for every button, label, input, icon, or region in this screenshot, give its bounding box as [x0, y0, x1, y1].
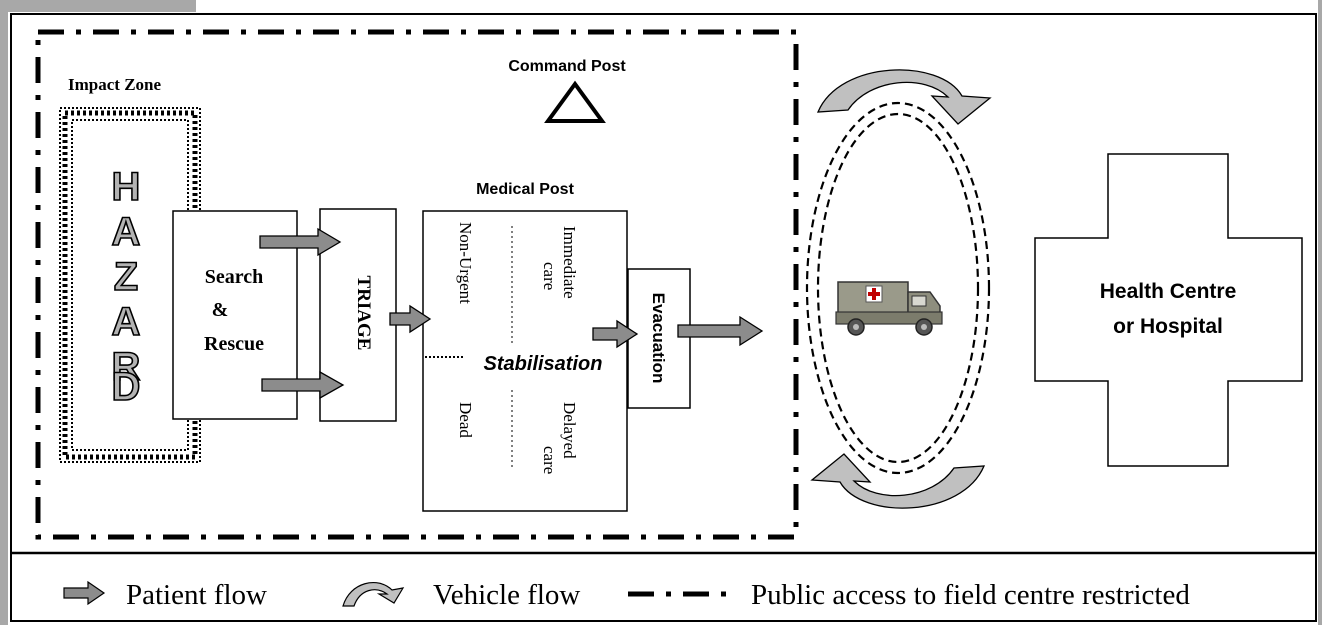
hazard-letter-a2: A — [112, 300, 141, 344]
ambulance-icon — [835, 281, 943, 336]
hazard-letter-r: R — [112, 345, 141, 389]
immediate-label: Immediate — [560, 226, 579, 299]
medical-post-label: Medical Post — [476, 181, 574, 198]
hazard-letter-d: D — [112, 365, 141, 409]
stabilisation-label: Stabilisation — [484, 353, 603, 375]
evacuation-box — [627, 268, 691, 409]
outer-border — [10, 13, 1317, 622]
frame-left-strip — [0, 12, 8, 625]
hazard-letter-a1: A — [112, 210, 141, 254]
medical-post-box — [422, 210, 628, 512]
search-label: Search — [205, 266, 264, 288]
vehicle-loop-inner — [816, 112, 980, 464]
evacuation-label: Evacuation — [649, 293, 668, 384]
patient-flow-arrows — [259, 227, 764, 400]
command-post-label: Command Post — [508, 58, 626, 75]
legend-restricted-label: Public access to field centre restricted — [751, 579, 1190, 611]
hazard-word: H A Z A R D — [111, 164, 142, 410]
hospital-cross — [1034, 153, 1303, 467]
patient-flow-arrow-3 — [389, 304, 432, 334]
dead-label: Dead — [456, 402, 475, 438]
patient-flow-arrow-2 — [261, 370, 345, 400]
vehicle-flow-curve-top — [816, 69, 992, 125]
patient-flow-arrow-1 — [259, 227, 342, 257]
patient-flow-arrow-5 — [677, 315, 764, 347]
vehicle-loop-outer — [805, 101, 991, 475]
non-urgent-label: Non-Urgent — [456, 222, 475, 304]
delayed-label: Delayed — [560, 402, 579, 459]
legend-vehicle-flow-icon — [342, 581, 405, 607]
hazard-letter-h: H — [112, 165, 141, 209]
triage-label: TRIAGE — [353, 276, 374, 351]
restricted-area-boundary — [35, 29, 799, 540]
immediate-care-label: care — [540, 262, 559, 290]
frame-right-strip — [1318, 0, 1322, 625]
legend-patient-flow-label: Patient flow — [126, 579, 267, 611]
legend-vehicle-flow-label: Vehicle flow — [433, 579, 580, 611]
hospital-label-line-2: or Hospital — [1113, 315, 1223, 338]
legend-patient-flow-icon — [63, 580, 106, 606]
frame-corner-top-left — [0, 0, 196, 12]
delayed-care-label: care — [540, 446, 559, 474]
hospital-label-line-1: Health Centre — [1100, 280, 1237, 303]
vehicle-flow-curve-bottom — [810, 453, 986, 509]
hazard-letter-z: Z — [114, 255, 138, 299]
command-post-triangle — [544, 80, 606, 123]
ampersand-label: & — [212, 299, 229, 321]
rescue-label: Rescue — [204, 333, 264, 355]
patient-flow-arrow-4 — [592, 319, 639, 349]
legend: Patient flow Vehicle flow Public access … — [63, 579, 1190, 611]
impact-zone-label: Impact Zone — [68, 75, 161, 94]
